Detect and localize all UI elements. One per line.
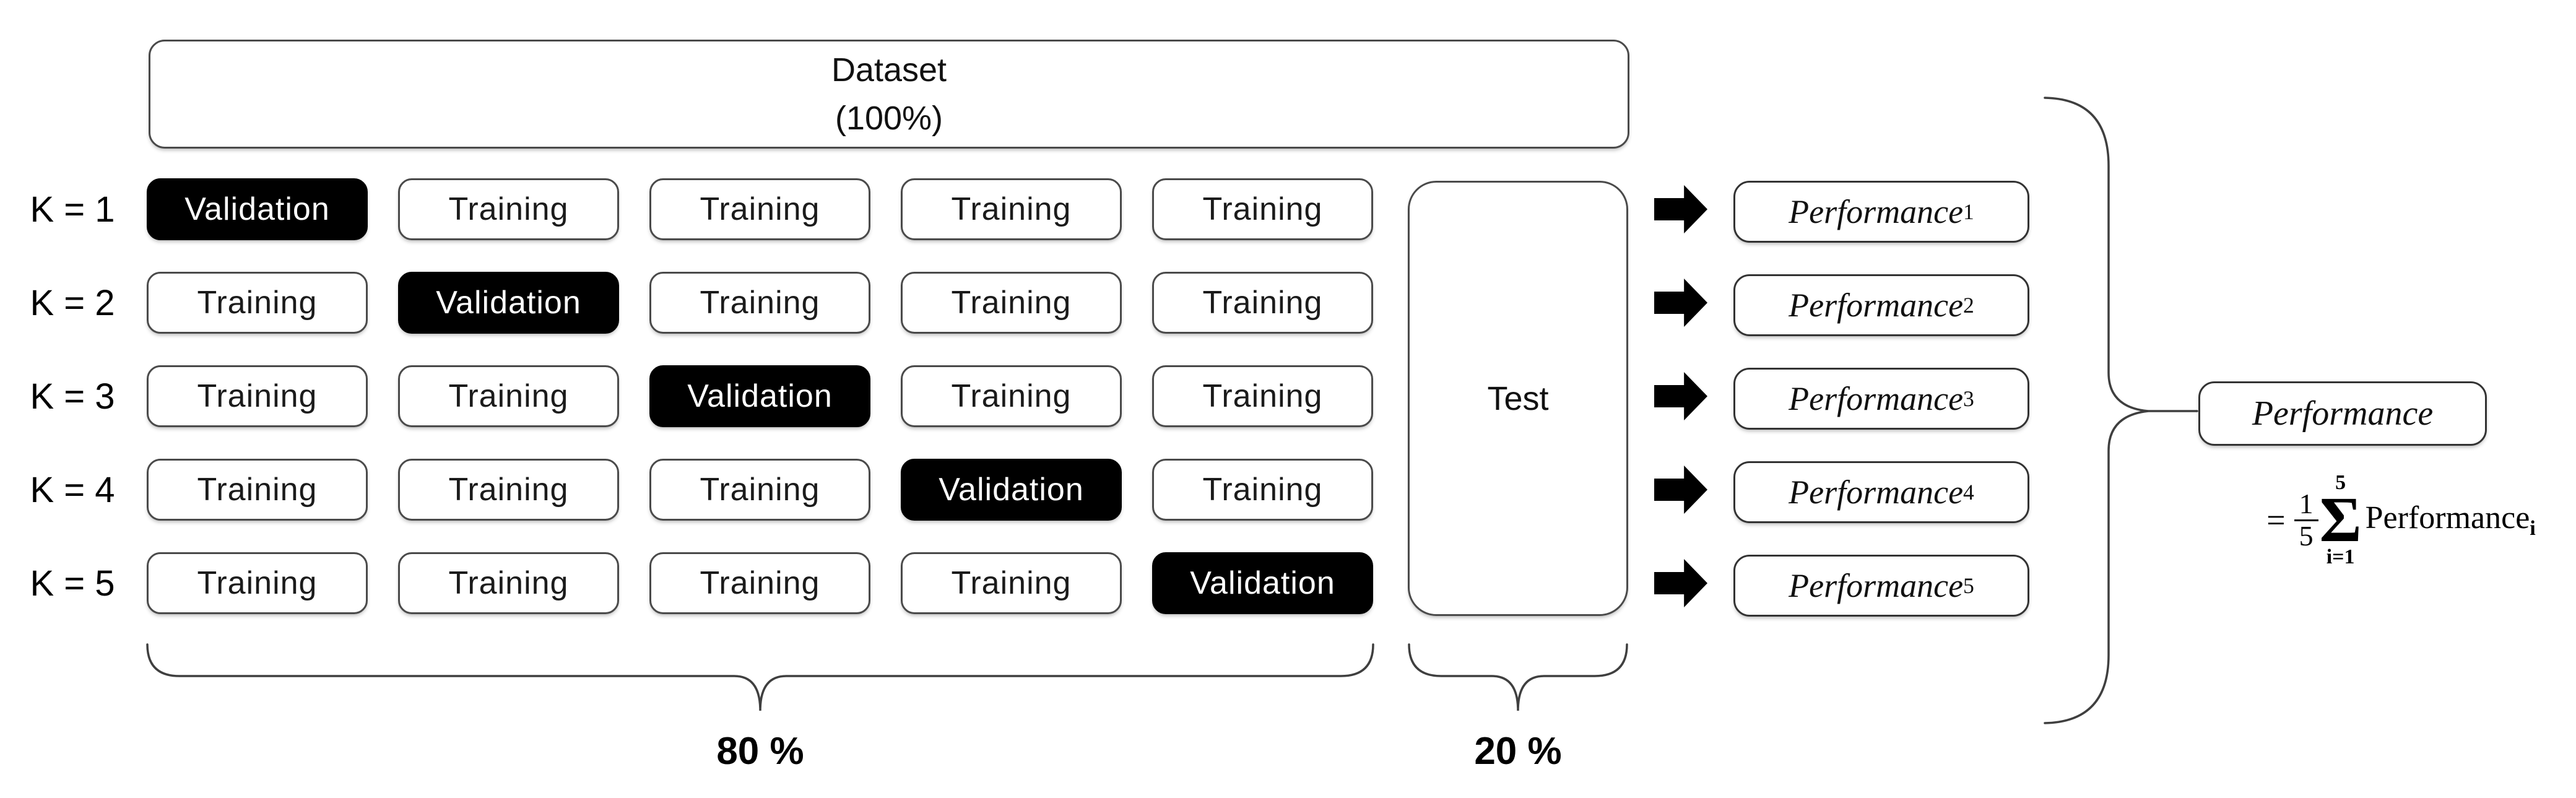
validation-cell: Validation [147, 178, 368, 240]
training-cell: Training [398, 459, 619, 521]
cell-label: Validation [1190, 565, 1335, 601]
training-cell: Training [398, 178, 619, 240]
cell-label: Training [197, 378, 318, 414]
summation-upper-limit: 5 [2335, 471, 2346, 495]
training-cell: Training [901, 552, 1122, 614]
fold-row-label: K = 1 [30, 189, 115, 230]
average-formula: = 1 5 5 Σ i=1 Performancei [2226, 463, 2576, 577]
summation-term: Performancei [2366, 500, 2536, 540]
training-cell: Training [147, 552, 368, 614]
cell-label: Training [197, 472, 318, 508]
training-cell: Training [1152, 365, 1373, 427]
fold-row-label: K = 2 [30, 282, 115, 323]
fold-row-label: K = 3 [30, 376, 115, 417]
average-performance-label: Performance [2252, 394, 2434, 433]
test-box: Test [1408, 181, 1628, 616]
cell-label: Training [1202, 191, 1323, 227]
training-cell: Training [649, 178, 870, 240]
training-cell: Training [901, 272, 1122, 334]
cell-label: Validation [687, 378, 833, 414]
training-cell: Training [398, 552, 619, 614]
performance-label: Performance [1789, 474, 1964, 511]
cell-label: Training [448, 565, 569, 601]
training-cell: Training [147, 272, 368, 334]
arrow-right-icon [1654, 466, 1707, 514]
fraction-numerator: 1 [2294, 488, 2318, 521]
training-cell: Training [398, 365, 619, 427]
summation-lower-limit: i=1 [2326, 545, 2355, 568]
right-curly-brace-icon [2044, 97, 2149, 724]
cell-label: Validation [436, 285, 581, 321]
fold-row-label: K = 4 [30, 469, 115, 510]
performance-label: Performance [1789, 287, 1964, 324]
term-subscript: i [2530, 516, 2536, 540]
train-percent-label: 80 % [716, 730, 804, 773]
training-cell: Training [1152, 272, 1373, 334]
cell-label: Training [951, 565, 1072, 601]
validation-cell: Validation [398, 272, 619, 334]
fold-row-label: K = 5 [30, 563, 115, 604]
validation-cell: Validation [649, 365, 870, 427]
cell-label: Training [197, 285, 318, 321]
cell-label: Training [448, 191, 569, 227]
cell-label: Training [1202, 472, 1323, 508]
train-underbrace-icon [146, 643, 1374, 711]
performance-label: Performance [1789, 193, 1964, 230]
arrow-right-icon [1654, 559, 1707, 607]
fraction-one-fifth: 1 5 [2294, 488, 2318, 552]
cell-label: Training [448, 378, 569, 414]
arrow-right-icon [1654, 185, 1707, 233]
arrow-right-icon [1654, 372, 1707, 420]
cell-label: Validation [939, 472, 1084, 508]
validation-cell: Validation [901, 459, 1122, 521]
term-base: Performance [2365, 500, 2530, 536]
cell-label: Training [1202, 285, 1323, 321]
training-cell: Training [649, 459, 870, 521]
test-label: Test [1487, 379, 1549, 417]
cell-label: Training [700, 565, 820, 601]
equals-sign: = [2266, 501, 2286, 539]
average-performance-box: Performance [2198, 381, 2487, 446]
training-cell: Training [649, 552, 870, 614]
training-cell: Training [901, 365, 1122, 427]
test-percent-label: 20 % [1474, 730, 1562, 773]
summation-stack: 5 Σ i=1 [2320, 472, 2362, 567]
cell-label: Training [700, 191, 820, 227]
dataset-label-line1: Dataset [831, 51, 947, 89]
fraction-denominator: 5 [2299, 519, 2314, 552]
performance-label: Performance [1789, 567, 1964, 604]
sigma-icon: Σ [2319, 484, 2362, 556]
performance-label: Performance [1789, 380, 1964, 417]
test-underbrace-icon [1408, 643, 1628, 711]
cell-label: Training [951, 191, 1072, 227]
training-cell: Training [1152, 178, 1373, 240]
cell-label: Training [700, 285, 820, 321]
training-cell: Training [147, 365, 368, 427]
validation-cell: Validation [1152, 552, 1373, 614]
cell-label: Training [197, 565, 318, 601]
cell-label: Validation [184, 191, 330, 227]
cell-label: Training [448, 472, 569, 508]
arrow-right-icon [1654, 279, 1707, 327]
training-cell: Training [147, 459, 368, 521]
cell-label: Training [1202, 378, 1323, 414]
training-cell: Training [901, 178, 1122, 240]
dataset-label-line2: (100%) [835, 100, 943, 137]
training-cell: Training [1152, 459, 1373, 521]
dataset-box: Dataset (100%) [149, 40, 1629, 149]
cell-label: Training [700, 472, 820, 508]
training-cell: Training [649, 272, 870, 334]
cell-label: Training [951, 378, 1072, 414]
cell-label: Training [951, 285, 1072, 321]
